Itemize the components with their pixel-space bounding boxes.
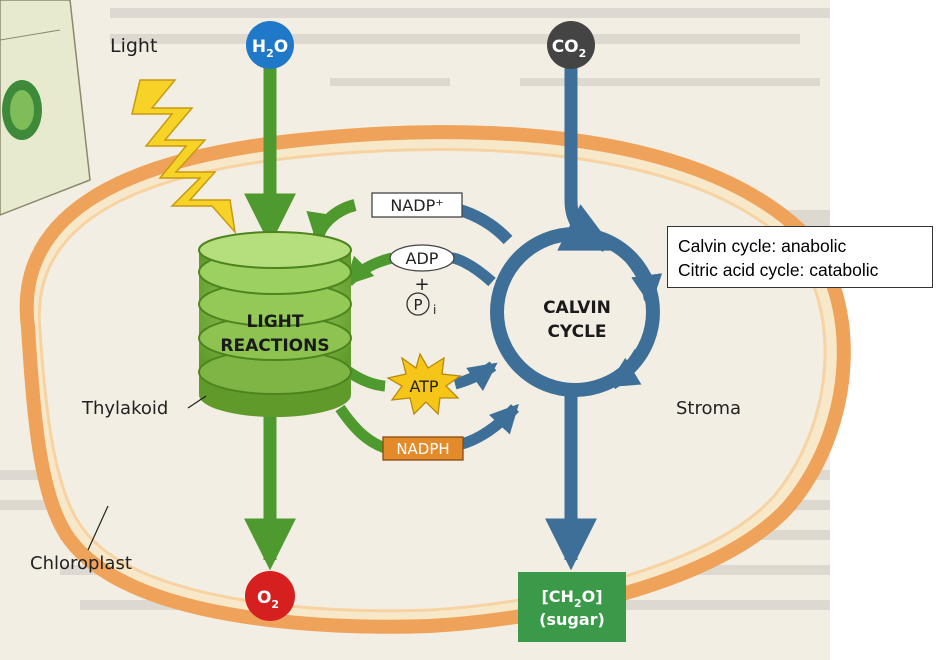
co2-node (547, 21, 595, 69)
plus-sign: + (414, 274, 429, 295)
adp-label: ADP (406, 249, 439, 268)
callout-line-2: Citric acid cycle: catabolic (678, 260, 879, 280)
oxygen-node (245, 571, 295, 621)
calvin-cycle-line2: CYCLE (547, 322, 606, 342)
adp-oval (389, 244, 455, 272)
nadph-out-green (335, 404, 388, 454)
phosphate-circle (406, 292, 430, 316)
calvin-cycle-ring (490, 227, 660, 397)
sugar-formula: [CH2O] (541, 587, 602, 610)
nadp-plus-box (371, 192, 463, 218)
phosphate-subscript: i (433, 303, 436, 317)
callout-line-1: Calvin cycle: anabolic (678, 236, 847, 256)
chloroplast-label: Chloroplast (30, 553, 132, 574)
cell-thumbnail (0, 0, 91, 216)
thylakoid-leader (187, 395, 207, 409)
nadph-out-blue (460, 403, 520, 450)
nadph-box (382, 436, 464, 461)
light-reactions-line1: LIGHT (247, 312, 304, 332)
nadp-plus-label: NADP⁺ (390, 196, 443, 215)
light-reactions-line2: REACTIONS (220, 336, 329, 356)
sugar-label: (sugar) (539, 610, 605, 629)
nadph-label: NADPH (396, 440, 449, 458)
light-label: Light (110, 35, 157, 57)
atp-out-blue (453, 361, 498, 392)
thylakoid-stack (198, 231, 352, 417)
calvin-cycle-line1: CALVIN (543, 298, 611, 318)
water-node (246, 21, 294, 69)
oxygen-label: O2 (257, 588, 279, 611)
water-label: H2O (252, 37, 288, 60)
atp-label: ATP (409, 377, 438, 396)
light-bolt-icon (131, 79, 237, 235)
phosphate-letter: P (413, 296, 422, 314)
chloroplast-leader (87, 505, 109, 551)
adp-return-green (343, 252, 394, 287)
stroma-label: Stroma (676, 398, 741, 419)
co2-label: CO2 (552, 37, 587, 60)
thylakoid-label: Thylakoid (81, 398, 168, 419)
atp-star-icon (386, 352, 462, 416)
callout-box: Calvin cycle: anabolic Citric acid cycle… (667, 226, 933, 288)
sugar-box (518, 572, 626, 642)
